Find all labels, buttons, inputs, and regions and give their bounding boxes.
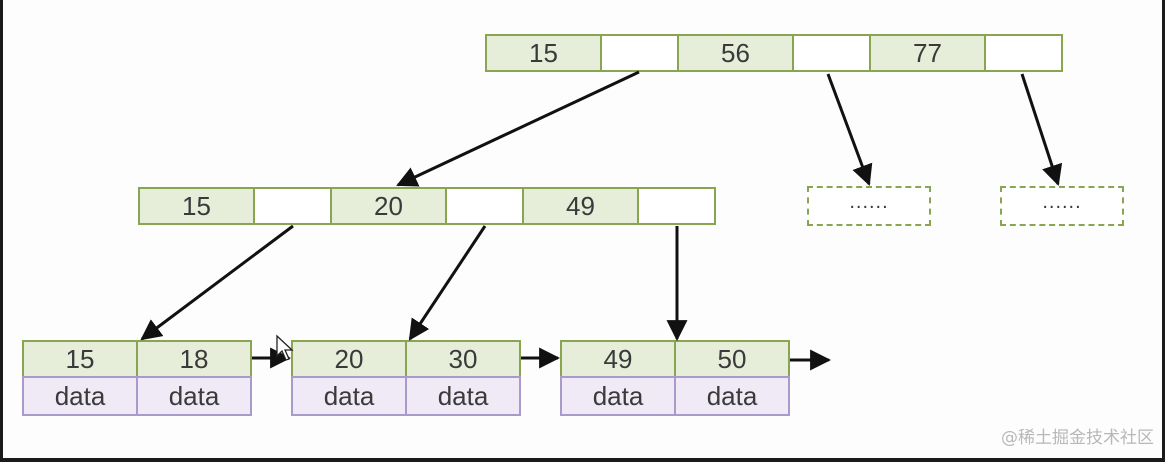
watermark-text: @稀土掘金技术社区 [1001,428,1154,448]
leaf-3-key-1: 49 [560,340,676,378]
internal-pointer-3 [637,187,716,225]
leaf-3-key-2: 50 [674,340,790,378]
placeholder-node-2: ...... [1000,186,1124,226]
internal-key-3: 49 [522,187,639,225]
internal-key-2: 20 [330,187,447,225]
root-key-3: 77 [869,34,986,72]
root-pointer-3 [984,34,1063,72]
leaf-node-2: 20 30 data data [291,340,521,416]
arrow-root-to-internal [396,70,640,187]
mouse-cursor-icon [276,334,294,361]
internal-node: 15 20 49 [138,187,716,225]
arrow-root-to-placeholder-2 [1020,73,1063,186]
leaf-3-data-1: data [560,376,676,416]
leaf-1-data-2: data [136,376,252,416]
arrow-internal-to-leaf-2 [408,225,487,341]
leaf-1-key-2: 18 [136,340,252,378]
diagram-canvas: 15 56 77 15 20 49 ...... ...... 15 18 [3,0,1162,458]
root-pointer-1 [600,34,679,72]
internal-key-1: 15 [138,187,255,225]
leaf-2-data-1: data [291,376,407,416]
leaf-1-data-1: data [22,376,138,416]
root-pointer-2 [792,34,871,72]
leaf-3-data-2: data [674,376,790,416]
leaf-node-3: 49 50 data data [560,340,790,416]
leaf-node-1: 15 18 data data [22,340,252,416]
leaf-1-key-1: 15 [22,340,138,378]
root-key-2: 56 [677,34,794,72]
root-key-1: 15 [485,34,602,72]
placeholder-node-1: ...... [807,186,931,226]
pointer-arrows [140,70,1063,371]
root-node: 15 56 77 [485,34,1063,72]
arrow-root-to-placeholder-1 [826,73,873,186]
arrow-internal-to-leaf-1 [140,224,294,341]
leaf-2-data-2: data [405,376,521,416]
